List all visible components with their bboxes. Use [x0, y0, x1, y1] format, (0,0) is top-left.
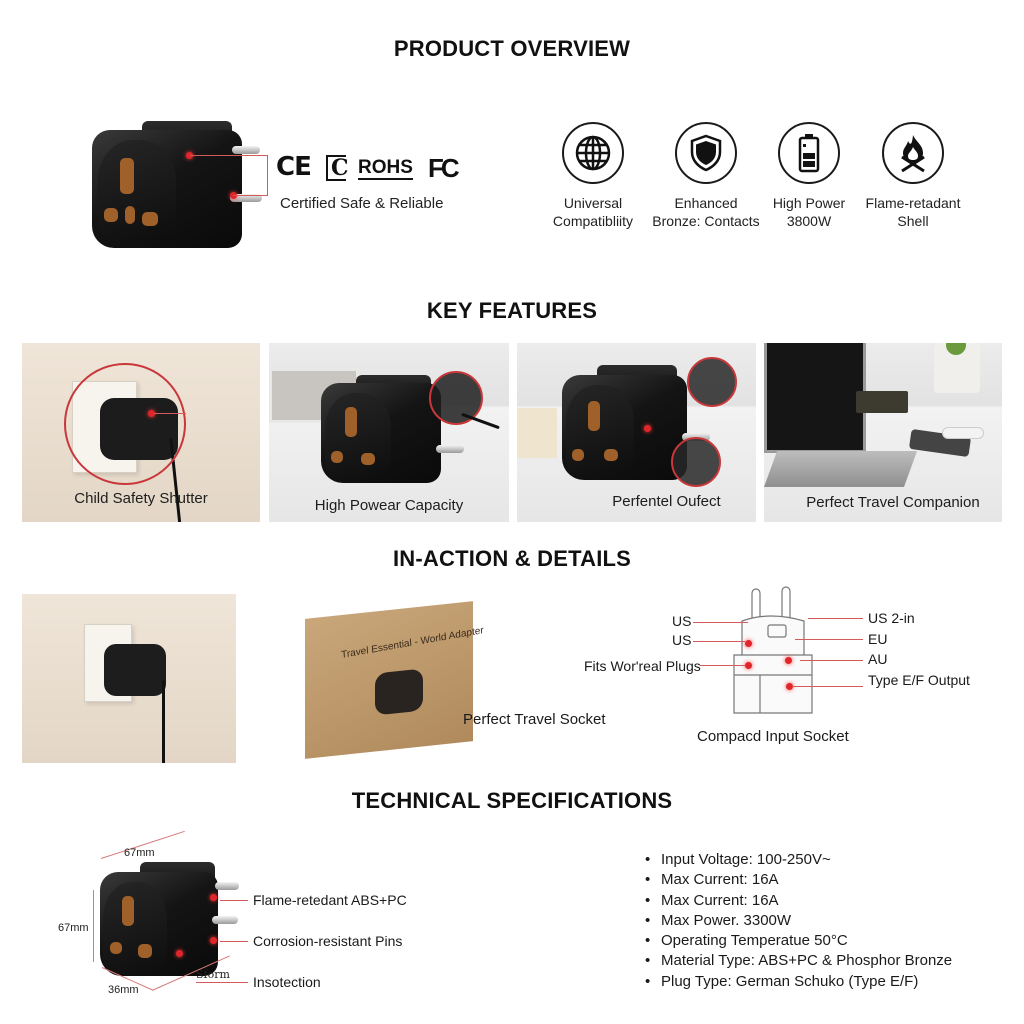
spec-item: Plug Type: German Schuko (Type E/F) — [645, 972, 952, 993]
laptop-image — [764, 343, 866, 453]
feature-panel-output: Perfentel Oufect — [517, 343, 756, 522]
diagram-label-fits-plugs: Fits Wor'real Plugs — [584, 658, 701, 674]
spec-item: Operating Temperatue 50°C — [645, 931, 952, 952]
rohs-mark-icon: ROHS — [358, 157, 413, 180]
globe-icon — [562, 122, 624, 184]
callout-line — [190, 155, 268, 156]
callout-pins: Corrosion-resistant Pins — [253, 933, 403, 949]
highlight-circle — [64, 363, 186, 485]
spec-item: Max Power. 3300W — [645, 911, 952, 932]
panel-caption: Perfentel Oufect — [612, 493, 721, 510]
section-title-specs: TECHNICAL SPECIFICATIONS — [351, 788, 673, 813]
box-caption: Perfect Travel Socket — [463, 711, 606, 728]
diagram-label-us-2in: US 2-in — [868, 610, 915, 626]
ccc-mark-icon: C — [326, 155, 349, 181]
spec-item: Max Current: 16A — [645, 891, 952, 912]
adapter-dimension-image — [100, 862, 250, 977]
dimension-depth: 36mm — [108, 984, 139, 996]
callout-material: Flame-retedant ABS+PC — [253, 892, 407, 908]
dimension-width: 67mm — [124, 847, 155, 859]
shield-icon — [675, 122, 737, 184]
certified-caption: Certified Safe & Reliable — [280, 195, 444, 212]
ce-mark-icon: CE — [276, 152, 312, 182]
spec-item: Input Voltage: 100-250V~ — [645, 850, 952, 871]
flame-icon — [882, 122, 944, 184]
panel-caption: High Powear Capacity — [314, 497, 464, 514]
diagram-label-us: US — [672, 613, 692, 629]
diagram-label-au: AU — [868, 651, 888, 667]
battery-icon — [778, 122, 840, 184]
adapter-hero-image — [92, 118, 272, 248]
callout-line — [267, 155, 268, 196]
callout-protection: Insotection — [253, 974, 321, 990]
diagram-label-eu: EU — [868, 631, 888, 647]
panel-caption: Child Safety Shutter — [74, 490, 208, 507]
in-action-wall-photo — [22, 594, 236, 763]
diagram-label-us: US — [672, 632, 692, 648]
diagram-label-type-ef: Type E/F Output — [868, 672, 970, 688]
section-title-in-action: IN-ACTION & DETAILS — [392, 546, 632, 571]
dimension-height: 67mm — [58, 922, 89, 934]
feature-panel-high-power: High Powear Capacity — [269, 343, 509, 522]
section-title-overview: PRODUCT OVERVIEW — [393, 36, 631, 61]
spec-list: Input Voltage: 100-250V~ Max Current: 16… — [645, 850, 952, 992]
product-box-image: Travel Essential - World Adapter — [305, 601, 484, 759]
dimension-inner: Sform — [196, 968, 230, 981]
fcc-mark-icon: FC — [428, 153, 460, 183]
feature-panel-travel-companion: Perfect Travel Companion — [764, 343, 1002, 522]
panel-caption: Perfect Travel Companion — [806, 494, 980, 511]
spec-item: Max Current: 16A — [645, 870, 952, 891]
section-title-features: KEY FEATURES — [426, 298, 598, 323]
callout-line — [233, 195, 268, 196]
feature-panel-child-safety: Child Safety Shutter — [22, 343, 260, 522]
diagram-caption: Compacd Input Socket — [697, 728, 849, 745]
spec-item: Material Type: ABS+PC & Phosphor Bronze — [645, 951, 952, 972]
